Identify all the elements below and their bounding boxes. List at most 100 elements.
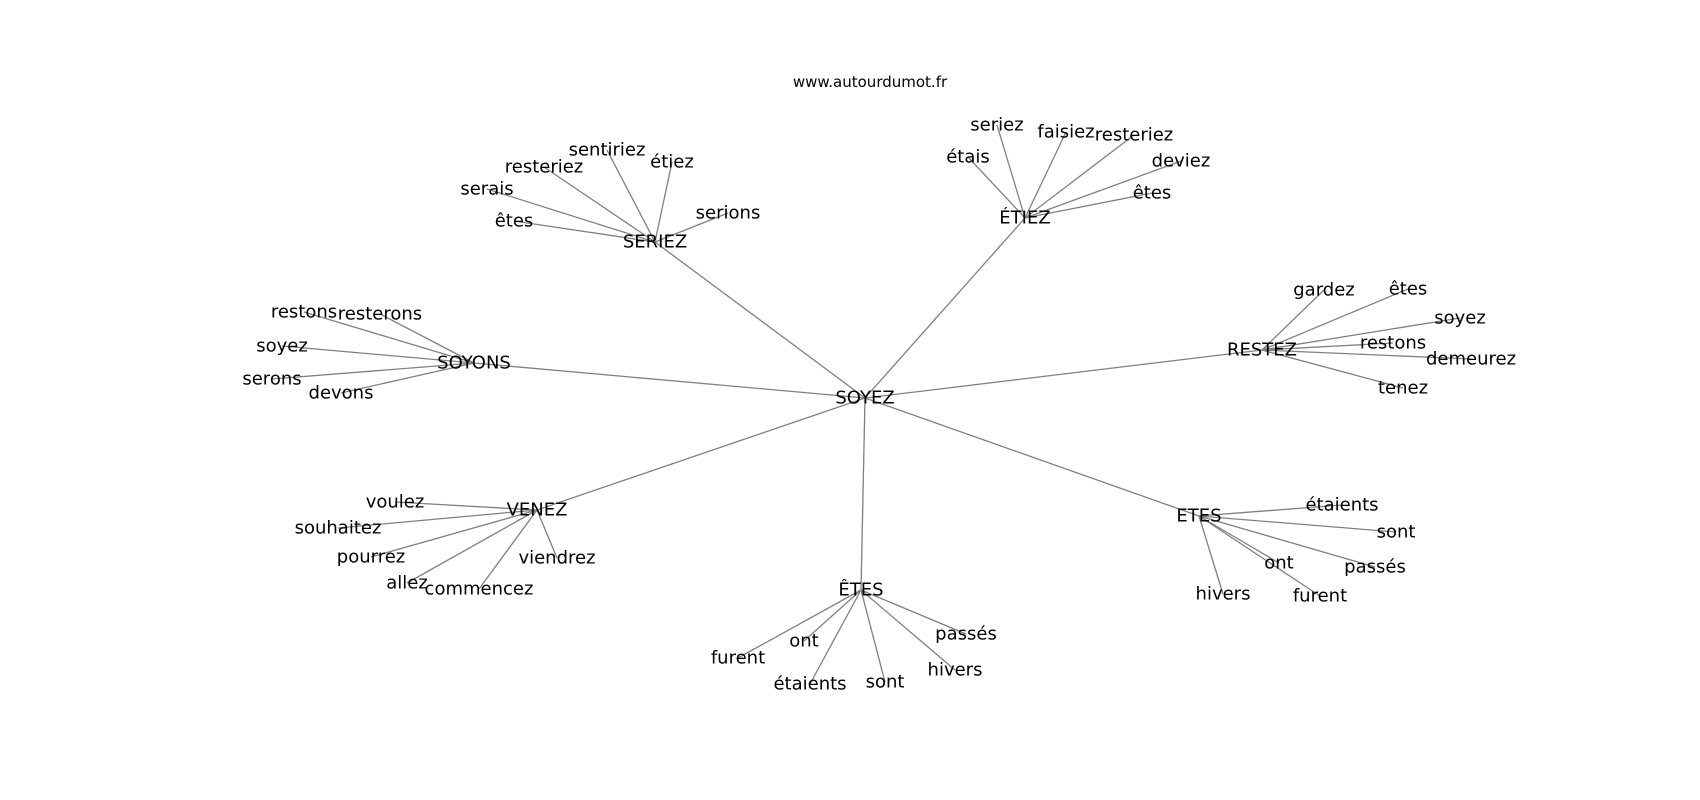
leaf-node-label: resteriez	[505, 157, 584, 178]
edge-hub-leaf	[1198, 515, 1376, 568]
leaf-node-label: gardez	[1293, 280, 1355, 301]
edge-center-hub	[536, 397, 866, 511]
center-node-label: SOYEZ	[835, 388, 894, 409]
edge-hub-leaf	[1261, 317, 1461, 351]
edge-hub-leaf	[370, 509, 538, 558]
hub-node-label: ÉTIEZ	[999, 207, 1050, 229]
hub-node-label: SOYONS	[437, 353, 511, 374]
leaf-node-label: êtes	[1389, 279, 1428, 300]
leaf-node-label: passés	[935, 624, 997, 645]
leaf-node-label: serons	[242, 369, 301, 390]
edge-hub-leaf	[1024, 192, 1153, 219]
graph-labels: sentiriezétiezresteriezseraisserionsêtes…	[242, 115, 1516, 695]
edge-hub-leaf	[860, 589, 967, 635]
leaf-node-label: étais	[946, 147, 990, 168]
edge-hub-leaf	[394, 501, 538, 511]
leaf-node-label: serais	[460, 179, 513, 200]
edge-hub-leaf	[340, 362, 475, 394]
edge-hub-leaf	[1024, 160, 1182, 219]
edge-hub-leaf	[1024, 134, 1135, 219]
leaf-node-label: soyez	[1434, 308, 1486, 329]
leaf-node-label: furent	[711, 648, 765, 669]
leaf-node-label: soyez	[256, 336, 308, 357]
hub-node-label: RESTEZ	[1227, 340, 1297, 361]
edge-hub-leaf	[486, 188, 656, 243]
edge-hub-leaf	[337, 509, 538, 529]
leaf-node-label: sont	[1377, 522, 1416, 543]
hub-node-label: ETES	[1176, 506, 1221, 527]
leaf-node-label: passés	[1344, 557, 1406, 578]
leaf-node-label: sont	[866, 672, 905, 693]
edge-hub-leaf	[654, 212, 729, 243]
edge-hub-leaf	[1198, 515, 1224, 595]
graph-edges	[271, 124, 1472, 685]
hub-node-label: VENEZ	[507, 500, 568, 521]
hub-node-label: ÊTES	[838, 579, 883, 601]
edge-hub-leaf	[1024, 131, 1067, 219]
leaf-node-label: serions	[696, 203, 761, 224]
edge-hub-leaf	[1198, 515, 1397, 533]
leaf-node-label: devons	[309, 383, 374, 404]
edge-hub-leaf	[1261, 289, 1325, 351]
leaf-node-label: étaients	[1305, 495, 1378, 516]
leaf-node-label: souhaitez	[295, 518, 382, 539]
edge-hub-leaf	[271, 362, 475, 380]
leaf-node-label: viendrez	[518, 548, 595, 569]
edge-hub-leaf	[1261, 288, 1409, 351]
edge-hub-leaf	[513, 220, 656, 243]
leaf-node-label: deviez	[1152, 151, 1211, 172]
leaf-node-label: voulez	[366, 492, 425, 513]
edge-center-hub	[654, 241, 866, 399]
edge-hub-leaf	[543, 166, 656, 243]
edge-hub-leaf	[379, 313, 475, 364]
leaf-node-label: étiez	[650, 152, 694, 173]
leaf-node-label: restons	[1360, 333, 1426, 354]
leaf-node-label: allez	[386, 573, 428, 594]
edge-hub-leaf	[809, 589, 862, 685]
edge-center-hub	[860, 397, 866, 591]
leaf-node-label: restons	[271, 302, 337, 323]
edge-hub-leaf	[281, 345, 475, 364]
leaf-node-label: étaients	[773, 674, 846, 695]
edge-center-hub	[473, 362, 866, 399]
edge-hub-leaf	[803, 589, 862, 642]
edge-hub-leaf	[478, 509, 538, 590]
leaf-node-label: demeurez	[1426, 349, 1516, 370]
leaf-node-label: faisiez	[1037, 122, 1094, 143]
leaf-node-label: tenez	[1378, 378, 1428, 399]
leaf-node-label: furent	[1293, 586, 1347, 607]
site-credit: www.autourdumot.fr	[793, 73, 948, 91]
edge-hub-leaf	[536, 509, 558, 559]
leaf-node-label: ont	[1264, 553, 1293, 574]
edge-hub-leaf	[606, 149, 656, 243]
leaf-node-label: hivers	[1196, 584, 1251, 605]
edge-hub-leaf	[303, 311, 475, 364]
leaf-node-label: hivers	[928, 660, 983, 681]
edge-center-hub	[864, 397, 1200, 517]
edge-hub-leaf	[1198, 504, 1343, 517]
edge-hub-leaf	[860, 589, 956, 671]
edge-hub-leaf	[996, 124, 1026, 219]
leaf-node-label: resterons	[338, 304, 422, 325]
edge-hub-leaf	[1261, 342, 1394, 351]
edge-hub-leaf	[1198, 515, 1280, 564]
edge-center-hub	[864, 217, 1026, 399]
hub-node-label: SERIEZ	[623, 232, 687, 253]
edge-hub-leaf	[1261, 349, 1472, 360]
leaf-node-label: êtes	[495, 211, 534, 232]
edge-hub-leaf	[967, 156, 1026, 219]
edge-hub-leaf	[860, 589, 886, 683]
leaf-node-label: pourrez	[337, 547, 405, 568]
leaf-node-label: seriez	[970, 115, 1023, 136]
leaf-node-label: resteriez	[1095, 125, 1174, 146]
edge-hub-leaf	[1261, 349, 1404, 389]
leaf-node-label: êtes	[1133, 183, 1172, 204]
leaf-node-label: ont	[789, 631, 818, 652]
edge-center-hub	[864, 349, 1263, 399]
leaf-node-label: sentiriez	[569, 140, 646, 161]
edge-hub-leaf	[654, 161, 673, 243]
edge-hub-leaf	[737, 589, 862, 659]
edge-hub-leaf	[406, 509, 538, 584]
edge-hub-leaf	[1198, 515, 1321, 597]
